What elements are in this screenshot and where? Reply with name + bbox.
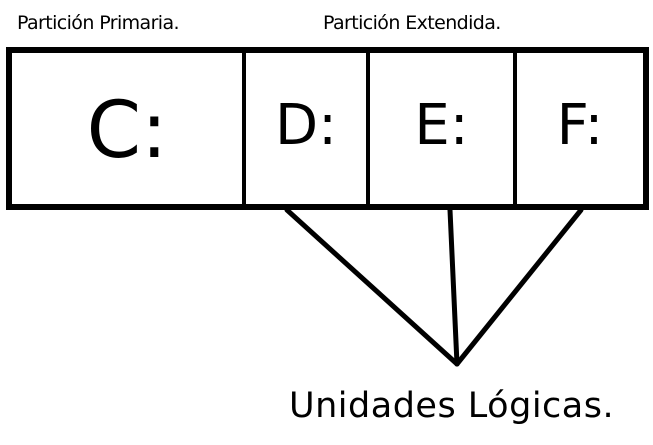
drive-letter-c: C: (86, 85, 168, 176)
drive-letter-d: D: (275, 92, 337, 158)
connector-d (284, 207, 460, 367)
connector-e (447, 207, 460, 367)
partition-c: C: (12, 53, 242, 204)
logical-units-label: Unidades Lógicas. (289, 386, 615, 426)
primary-partition-label: Partición Primaria. (17, 12, 180, 34)
extended-partition-label: Partición Extendida. (323, 12, 501, 34)
drive-letter-e: E: (414, 92, 469, 158)
connector-f (454, 207, 584, 367)
partition-f: F: (513, 53, 643, 204)
partition-e: E: (366, 53, 513, 204)
disk-diagram: C: D: E: F: (6, 47, 649, 210)
drive-letter-f: F: (556, 92, 604, 158)
partition-d: D: (242, 53, 366, 204)
